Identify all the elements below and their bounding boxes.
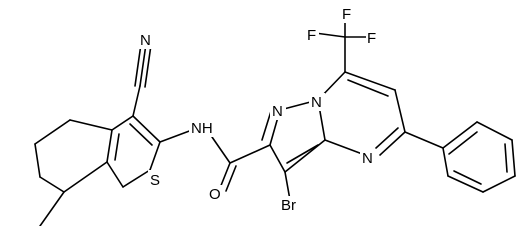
bond: [284, 139, 326, 173]
bond-layer: [34, 16, 516, 226]
bond: [122, 169, 151, 188]
bond: [211, 136, 231, 164]
bond: [442, 121, 478, 149]
bond: [111, 115, 134, 131]
bond: [442, 147, 449, 177]
bridgehead-nitrogen-label: N: [311, 94, 322, 111]
bond: [482, 175, 516, 193]
bond: [404, 131, 444, 149]
bond: [134, 43, 142, 87]
bond: [144, 44, 152, 88]
fluorine-label-left: F: [307, 27, 316, 44]
bond: [132, 115, 161, 143]
nitrile-nitrogen-label: N: [140, 32, 151, 49]
bond: [69, 119, 113, 131]
bond: [394, 89, 406, 133]
bond: [132, 85, 141, 117]
bond: [139, 43, 147, 87]
bond: [344, 71, 396, 91]
pyrazole-nitrogen-label: N: [272, 103, 283, 120]
bond: [476, 121, 513, 141]
sulfur-label: S: [150, 172, 160, 189]
bond: [106, 161, 124, 188]
bond: [448, 131, 478, 155]
molecule-structure: N NH S F F F N N N O Br: [34, 5, 516, 226]
bond: [511, 139, 516, 177]
bond: [286, 144, 319, 164]
bond: [284, 171, 291, 201]
structure-canvas: N NH S F F F N N N O Br: [34, 5, 516, 226]
pyrimidine-nitrogen-label: N: [362, 150, 373, 167]
bond: [375, 127, 399, 149]
bond: [269, 144, 286, 173]
bond: [34, 119, 71, 145]
bond: [219, 162, 231, 189]
bond: [324, 139, 366, 156]
bond: [447, 175, 484, 193]
bond: [229, 144, 271, 164]
amide-nh-label: NH: [191, 120, 213, 137]
bond: [314, 32, 346, 38]
bond: [149, 141, 161, 171]
atom-label-layer: N NH S F F F N N N O Br: [138, 5, 379, 214]
bond: [39, 176, 65, 193]
bond: [114, 133, 120, 161]
bond: [225, 165, 237, 192]
bond: [39, 191, 65, 226]
bond: [379, 131, 406, 156]
bromine-label: Br: [281, 197, 296, 214]
bond: [34, 143, 41, 178]
fluorine-label-top: F: [342, 6, 351, 23]
bond: [63, 161, 108, 193]
fluorine-label-right: F: [367, 30, 376, 47]
bond: [453, 170, 482, 185]
bond: [347, 79, 389, 97]
bond: [504, 143, 508, 173]
bond: [106, 129, 113, 163]
bond: [129, 123, 153, 146]
carbonyl-oxygen-label: O: [209, 186, 221, 203]
bond: [159, 129, 193, 143]
